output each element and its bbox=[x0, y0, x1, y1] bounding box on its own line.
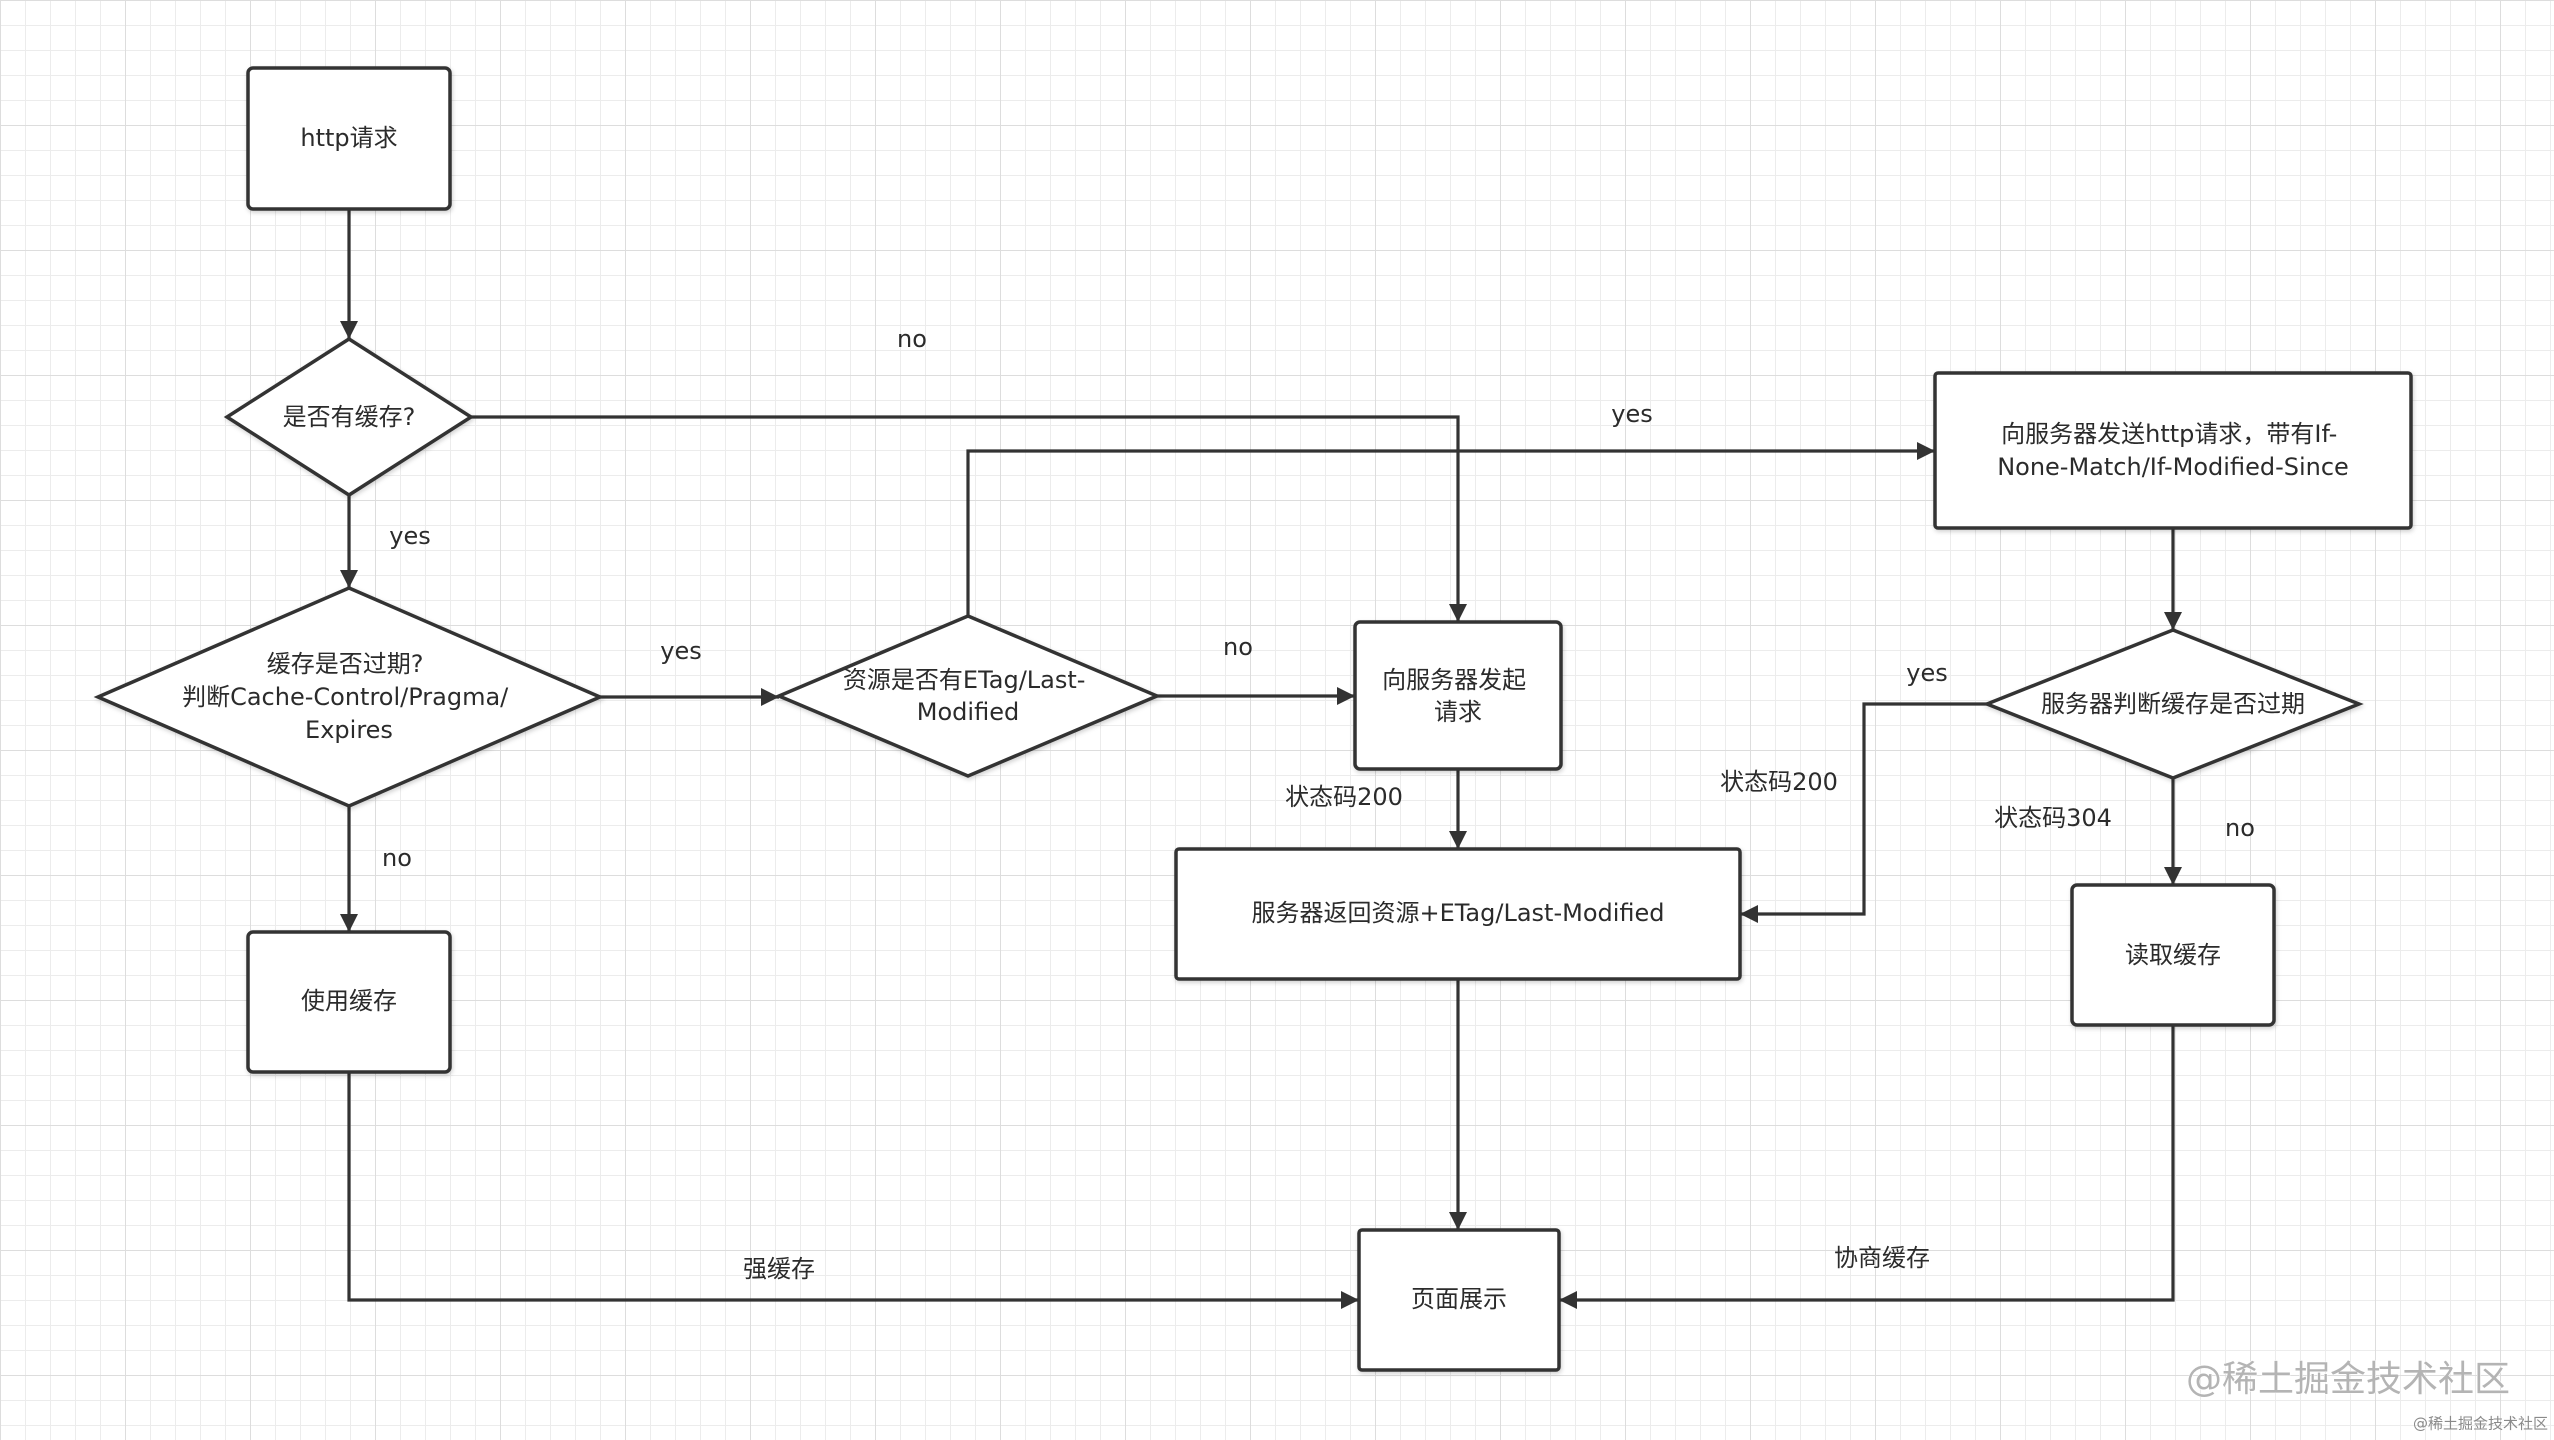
node-send-conditional-label: 向服务器发送http请求，带有If- None-Match/If-Modifie… bbox=[1997, 420, 2349, 481]
node-read-cache: 读取缓存 bbox=[2070, 883, 2276, 1027]
edge-label-etag-no: no bbox=[1223, 633, 1253, 661]
node-read-cache-label: 读取缓存 bbox=[2125, 941, 2221, 969]
node-cache-expired: 缓存是否过期? 判断Cache-Control/Pragma/ Expires bbox=[93, 586, 605, 808]
node-page-display: 页面展示 bbox=[1357, 1228, 1561, 1372]
node-http-request: http请求 bbox=[246, 66, 452, 211]
edge-label-has-cache-no: no bbox=[897, 325, 927, 353]
edge-check-yes bbox=[1740, 702, 1987, 923]
edge-read-cache-to-page-display bbox=[1559, 1025, 2175, 1309]
node-request-server: 向服务器发起 请求 bbox=[1353, 620, 1563, 771]
edge-label-negotiated-cache: 协商缓存 bbox=[1834, 1244, 1930, 1272]
edge-label-check-no: no bbox=[2225, 814, 2255, 842]
node-use-cache-label: 使用缓存 bbox=[301, 987, 397, 1015]
node-has-etag: 资源是否有ETag/Last- Modified bbox=[774, 614, 1162, 778]
node-server-check: 服务器判断缓存是否过期 bbox=[1982, 628, 2364, 780]
edge-label-strong-cache: 强缓存 bbox=[743, 1255, 815, 1283]
watermark-small: @稀土掘金技术社区 bbox=[2413, 1415, 2548, 1433]
edge-etag-yes bbox=[966, 442, 1935, 616]
node-page-display-label: 页面展示 bbox=[1411, 1285, 1507, 1313]
edge-label-has-cache-yes: yes bbox=[389, 522, 430, 550]
node-has-cache-label: 是否有缓存? bbox=[283, 403, 416, 431]
edge-label-request-status: 状态码200 bbox=[1285, 783, 1403, 811]
edge-use-cache-to-page-display bbox=[347, 1072, 1359, 1309]
edge-label-check-yes: yes bbox=[1906, 659, 1947, 687]
edge-labels: yes no yes no yes no 状态码200 yes 状态码200 状… bbox=[382, 325, 2255, 1283]
edge-has-cache-no bbox=[471, 415, 1467, 622]
edge-label-etag-yes: yes bbox=[1611, 400, 1652, 428]
node-has-etag-label: 资源是否有ETag/Last- Modified bbox=[843, 666, 1093, 726]
edge-label-check-status-200: 状态码200 bbox=[1720, 768, 1838, 796]
edge-label-check-status-304: 状态码304 bbox=[1994, 804, 2112, 832]
node-server-check-label: 服务器判断缓存是否过期 bbox=[2041, 690, 2305, 718]
watermark: @稀土掘金技术社区 bbox=[2186, 1359, 2510, 1400]
node-send-conditional: 向服务器发送http请求，带有If- None-Match/If-Modifie… bbox=[1933, 371, 2413, 530]
node-server-return-label: 服务器返回资源+ETag/Last-Modified bbox=[1251, 899, 1664, 927]
node-use-cache: 使用缓存 bbox=[246, 930, 452, 1074]
node-request-server-label: 向服务器发起 请求 bbox=[1382, 666, 1534, 726]
node-cache-expired-label: 缓存是否过期? 判断Cache-Control/Pragma/ Expires bbox=[182, 650, 516, 744]
node-has-cache: 是否有缓存? bbox=[223, 336, 475, 498]
edges bbox=[340, 209, 2182, 1309]
node-http-request-label: http请求 bbox=[300, 124, 397, 152]
node-server-return: 服务器返回资源+ETag/Last-Modified bbox=[1174, 847, 1742, 981]
edge-label-expired-no: no bbox=[382, 844, 412, 872]
edge-label-expired-yes: yes bbox=[660, 637, 701, 665]
